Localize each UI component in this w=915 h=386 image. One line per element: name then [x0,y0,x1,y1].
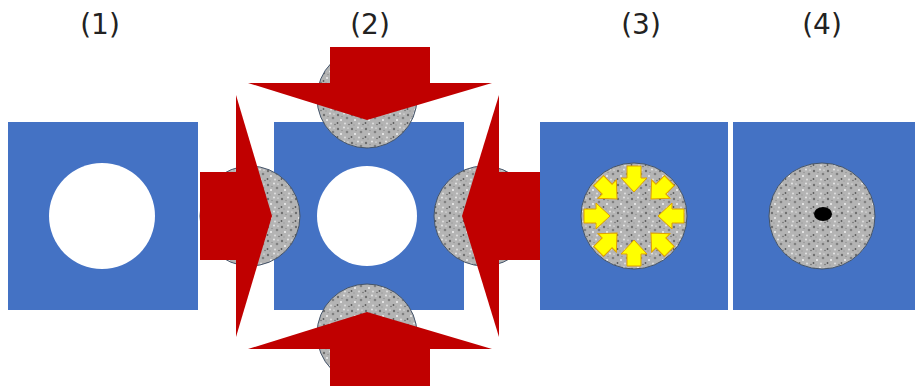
step-number: (1) [80,8,120,42]
mold-pressing [200,47,540,386]
mold-finished [733,122,915,310]
step-number: (2) [350,8,390,42]
step-number: (3) [621,8,661,42]
step-number: (4) [802,8,842,42]
mold-compacting [540,122,728,310]
mold-empty [8,122,198,310]
